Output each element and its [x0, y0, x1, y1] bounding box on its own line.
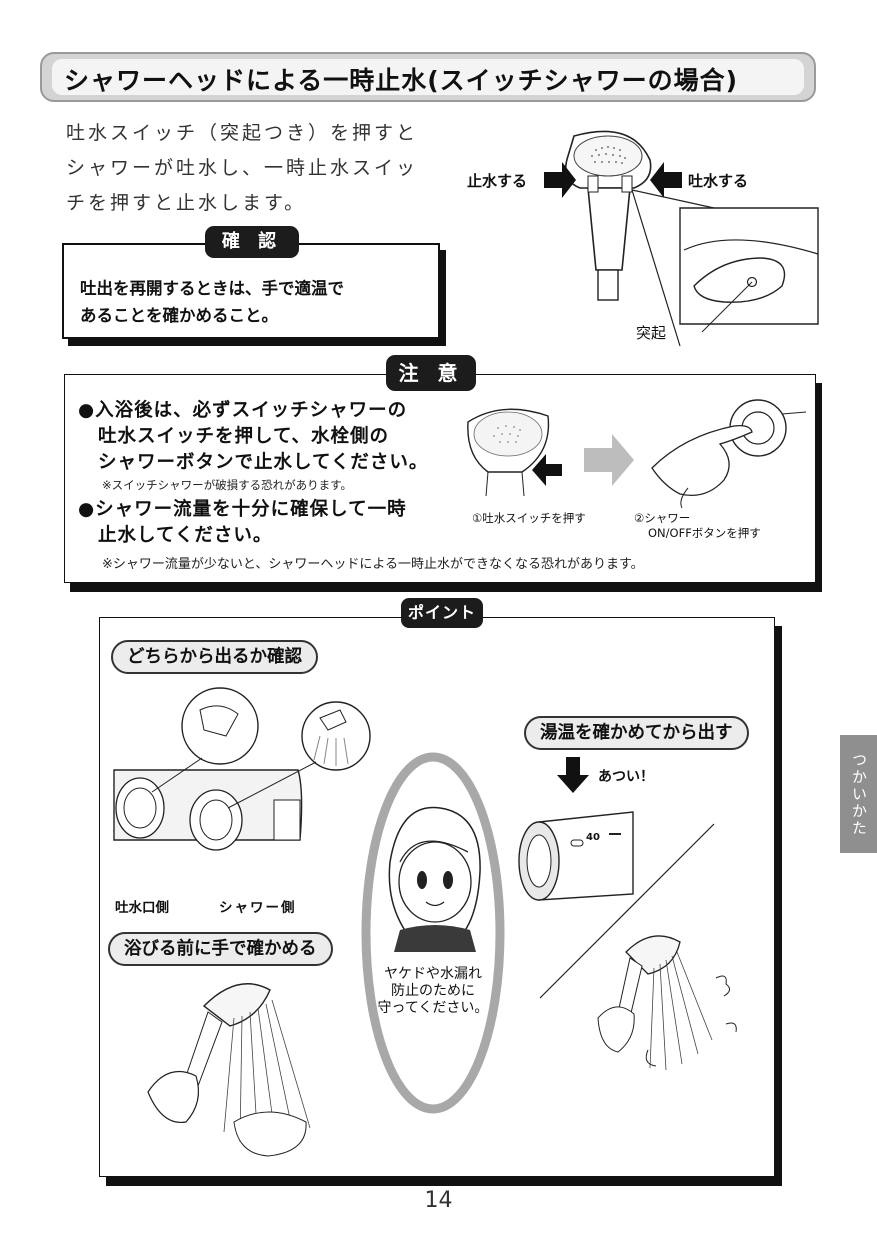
caution-bullet-2: ●シャワー流量を十分に確保して一時 止水してください。: [78, 497, 407, 549]
confirm-label: 確 認: [205, 226, 299, 258]
safety-line: 防止のために: [391, 983, 475, 999]
intro-text: 吐水スイッチ（突起つき）を押すと シャワーが吐水し、一時止水スイッ チを押すと止…: [66, 116, 446, 221]
faucet-illustration: [113, 687, 371, 851]
safety-line: ヤケドや水漏れ: [384, 966, 482, 982]
check-outlet-title: どちらから出るか確認: [111, 640, 318, 674]
caution-note-1: ※スイッチシャワーが破損する恐れがあります。: [102, 478, 352, 492]
dial-value: 40: [586, 832, 600, 843]
hand-check-title: 浴びる前に手で確かめる: [108, 932, 333, 966]
title-banner-inner: [52, 59, 804, 95]
label-stop: 止水する: [467, 172, 528, 190]
caution-line: 止水してください。: [98, 525, 273, 546]
point-label: ポイント: [401, 598, 483, 628]
safety-oval: [361, 752, 505, 1114]
caution-label: 注 意: [386, 355, 476, 391]
confirm-text: 吐出を再開するときは、手で適温で あることを確かめること。: [80, 275, 428, 329]
intro-line: チを押すと止水します。: [66, 192, 307, 214]
intro-line: 吐水スイッチ（突起つき）を押すと: [66, 122, 419, 144]
label-spout-side: 吐水口側: [115, 900, 169, 916]
intro-line: シャワーが吐水し、一時止水スイッ: [66, 157, 419, 179]
caution-line: 吐水スイッチを押して、水栓側の: [98, 426, 390, 447]
caution-bullet-1: ●入浴後は、必ずスイッチシャワーの 吐水スイッチを押して、水栓側の シャワーボタ…: [78, 398, 428, 476]
page-title: シャワーヘッドによる一時止水(スイッチシャワーの場合): [64, 66, 739, 95]
temperature-check-title: 湯温を確かめてから出す: [524, 716, 749, 750]
caution-line: シャワーボタンで止水してください。: [98, 452, 429, 473]
caution-line: ●シャワー流量を十分に確保して一時: [78, 499, 407, 520]
confirm-line: 吐出を再開するときは、手で適温で: [80, 279, 344, 298]
caution-caption-1: ①吐水スイッチを押す: [472, 511, 586, 525]
label-protrusion: 突起: [636, 324, 667, 342]
hand-shower-illustration: [147, 983, 311, 1157]
label-spout: 吐水する: [688, 172, 749, 190]
shower-switch-illustration: [544, 130, 819, 347]
down-arrow-icon: [557, 757, 589, 793]
caution-caption-2a: ②シャワー: [634, 511, 691, 525]
safety-message: ヤケドや水漏れ 防止のために 守ってください。: [360, 966, 506, 1017]
temperature-dial-illustration: [518, 811, 634, 901]
side-tab-usage[interactable]: つかいかた: [840, 735, 877, 853]
caution-illustration: [467, 399, 807, 509]
page-number: 14: [424, 1188, 453, 1213]
title-banner: シャワーヘッドによる一時止水(スイッチシャワーの場合): [40, 52, 816, 102]
caution-line: ●入浴後は、必ずスイッチシャワーの: [78, 400, 408, 421]
caution-caption-2b: ON/OFFボタンを押す: [648, 526, 761, 540]
safety-line: 守ってください。: [377, 1000, 489, 1016]
confirm-line: あることを確かめること。: [80, 306, 278, 325]
hot-label: あつい！: [598, 769, 654, 785]
caution-note-2: ※シャワー流量が少ないと、シャワーヘッドによる一時止水ができなくなる恐れがありま…: [102, 557, 644, 572]
label-shower-side: シャワー側: [219, 900, 297, 916]
shower-test-illustration: [539, 823, 737, 1071]
